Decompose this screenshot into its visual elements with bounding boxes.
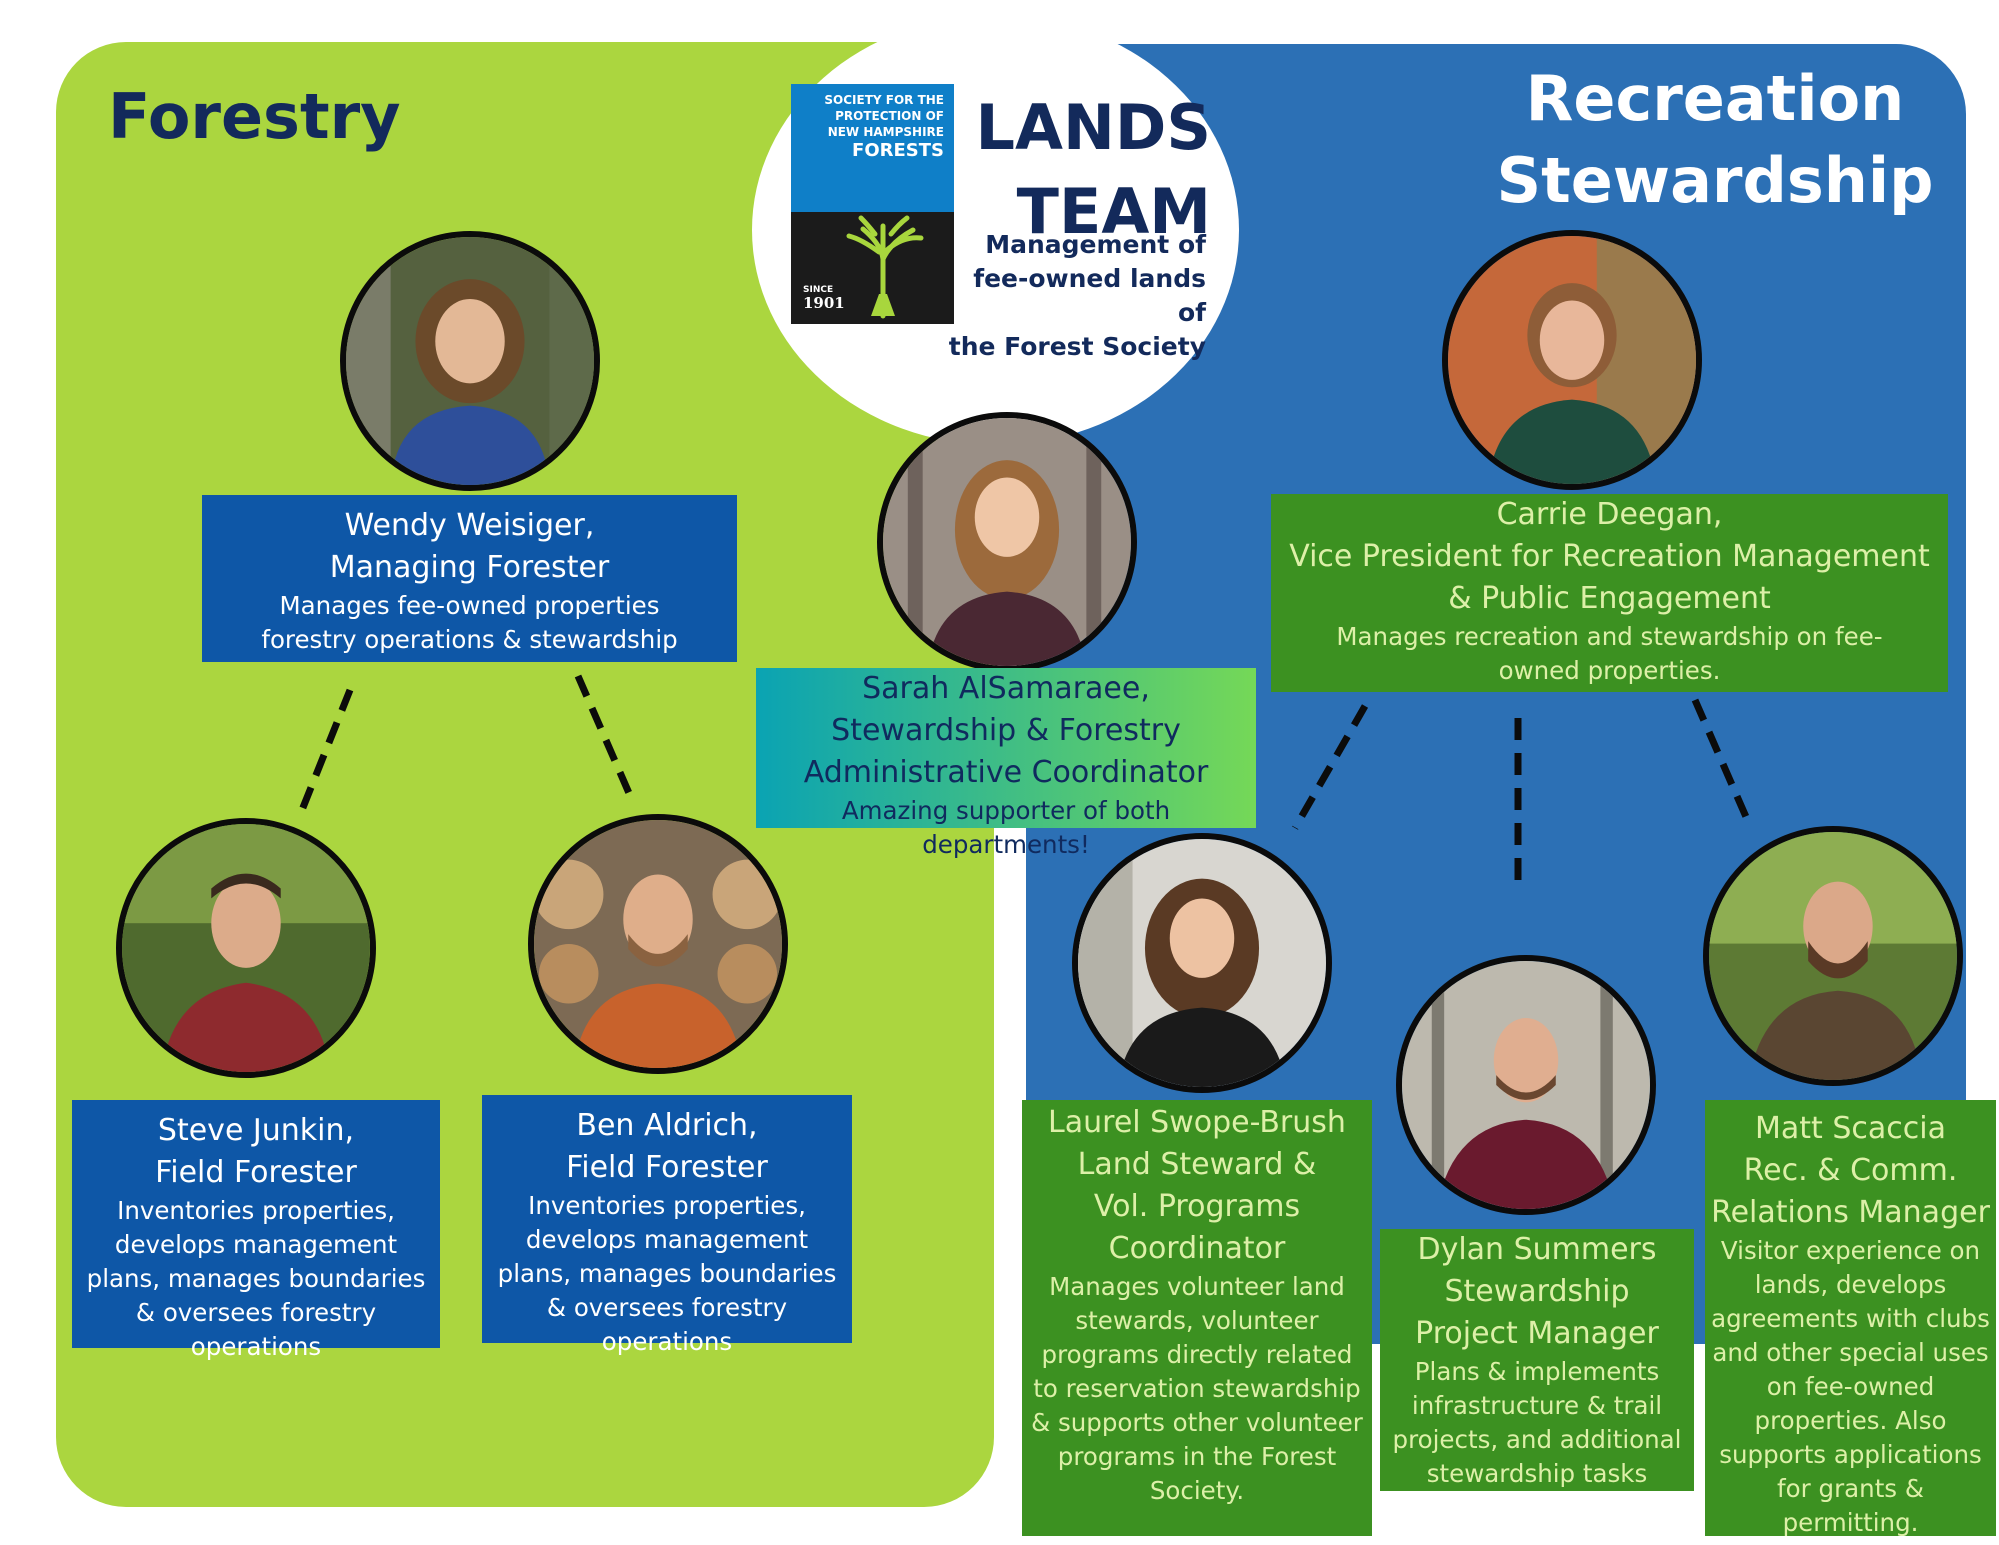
- logo-line-1: SOCIETY FOR THE: [824, 93, 944, 107]
- carrie-role-2: & Public Engagement: [1448, 581, 1771, 616]
- sarah-role-2: Administrative Coordinator: [803, 755, 1209, 790]
- person-avatar-icon: [1448, 236, 1696, 484]
- laurel-description: Manages volunteer land stewards, volunte…: [1031, 1272, 1363, 1505]
- logo-name: FORESTS: [852, 140, 944, 161]
- sarah-card: Sarah AlSamaraee, Stewardship & Forestry…: [756, 668, 1256, 859]
- carrie-card: Carrie Deegan, Vice President for Recrea…: [1271, 494, 1948, 692]
- steve-photo: [116, 818, 376, 1078]
- wendy-name: Wendy Weisiger,: [344, 508, 595, 543]
- person-avatar-icon: [346, 237, 594, 485]
- person-avatar-icon: [1078, 839, 1326, 1087]
- forest-society-logo: SOCIETY FOR THE PROTECTION OF NEW HAMPSH…: [791, 84, 954, 324]
- ben-card: Ben Aldrich, Field Forester Inventories …: [482, 1095, 852, 1356]
- logo-line-2: PROTECTION OF: [835, 109, 944, 123]
- ben-role: Field Forester: [566, 1150, 768, 1185]
- ben-name: Ben Aldrich,: [576, 1108, 758, 1143]
- carrie-name: Carrie Deegan,: [1496, 497, 1723, 532]
- logo-since: SINCE: [803, 285, 833, 295]
- logo-line-3: NEW HAMPSHIRE: [828, 125, 944, 139]
- tree-icon: [846, 215, 924, 319]
- logo-year: 1901: [803, 294, 845, 312]
- person-avatar-icon: [122, 824, 370, 1072]
- wendy-role: Managing Forester: [329, 550, 610, 585]
- lands-team-title: LANDS TEAM: [975, 86, 1212, 254]
- matt-role-2: Relations Manager: [1711, 1195, 1990, 1230]
- carrie-role: Vice President for Recreation Management: [1289, 539, 1930, 574]
- subtitle-line-2: fee-owned lands of: [973, 264, 1206, 327]
- person-avatar-icon: [883, 418, 1131, 666]
- laurel-card: Laurel Swope-Brush Land Steward & Vol. P…: [1022, 1100, 1372, 1536]
- person-avatar-icon: [534, 820, 782, 1068]
- sarah-name: Sarah AlSamaraee,: [862, 671, 1150, 706]
- wendy-photo: [340, 231, 600, 491]
- ben-description: Inventories properties, develops managem…: [497, 1191, 837, 1356]
- ben-photo: [528, 814, 788, 1074]
- dylan-name: Dylan Summers: [1417, 1232, 1657, 1267]
- steve-card: Steve Junkin, Field Forester Inventories…: [72, 1100, 440, 1361]
- dylan-role: Stewardship: [1444, 1274, 1630, 1309]
- dylan-card: Dylan Summers Stewardship Project Manage…: [1380, 1229, 1694, 1491]
- laurel-role-3: Coordinator: [1108, 1231, 1286, 1266]
- title-line-1: LANDS: [975, 91, 1212, 164]
- sarah-photo: [877, 412, 1137, 672]
- matt-name: Matt Scaccia: [1755, 1111, 1946, 1146]
- wendy-description: Manages fee-owned properties forestry op…: [261, 591, 678, 654]
- title-line-2: TEAM: [1016, 175, 1211, 248]
- matt-role: Rec. & Comm.: [1743, 1153, 1958, 1188]
- matt-card: Matt Scaccia Rec. & Comm. Relations Mana…: [1705, 1100, 1996, 1537]
- sarah-role: Stewardship & Forestry: [831, 713, 1181, 748]
- dylan-description: Plans & implements infrastructure & trai…: [1392, 1357, 1682, 1488]
- forestry-heading: Forestry: [108, 80, 401, 153]
- steve-role: Field Forester: [155, 1155, 357, 1190]
- subtitle-line-1: Management of: [985, 230, 1206, 259]
- lands-team-subtitle: Management of fee-owned lands of the For…: [944, 228, 1206, 364]
- dylan-photo: [1396, 955, 1656, 1215]
- matt-photo: [1703, 826, 1963, 1086]
- subtitle-line-3: the Forest Society: [948, 332, 1206, 361]
- laurel-photo: [1072, 833, 1332, 1093]
- carrie-photo: [1442, 230, 1702, 490]
- laurel-role: Land Steward &: [1077, 1147, 1317, 1182]
- steve-description: Inventories properties, develops managem…: [86, 1196, 426, 1361]
- dylan-role-2: Project Manager: [1415, 1316, 1659, 1351]
- laurel-role-2: Vol. Programs: [1093, 1189, 1301, 1224]
- matt-description: Visitor experience on lands, develops ag…: [1711, 1236, 1990, 1537]
- laurel-name: Laurel Swope-Brush: [1048, 1105, 1346, 1140]
- person-avatar-icon: [1402, 961, 1650, 1209]
- wendy-card: Wendy Weisiger, Managing Forester Manage…: [202, 495, 737, 662]
- person-avatar-icon: [1709, 832, 1957, 1080]
- sarah-description: Amazing supporter of both departments!: [841, 796, 1171, 859]
- steve-name: Steve Junkin,: [157, 1113, 355, 1148]
- carrie-description: Manages recreation and stewardship on fe…: [1336, 622, 1883, 685]
- recreation-heading: Recreation Stewardship: [1496, 62, 1934, 217]
